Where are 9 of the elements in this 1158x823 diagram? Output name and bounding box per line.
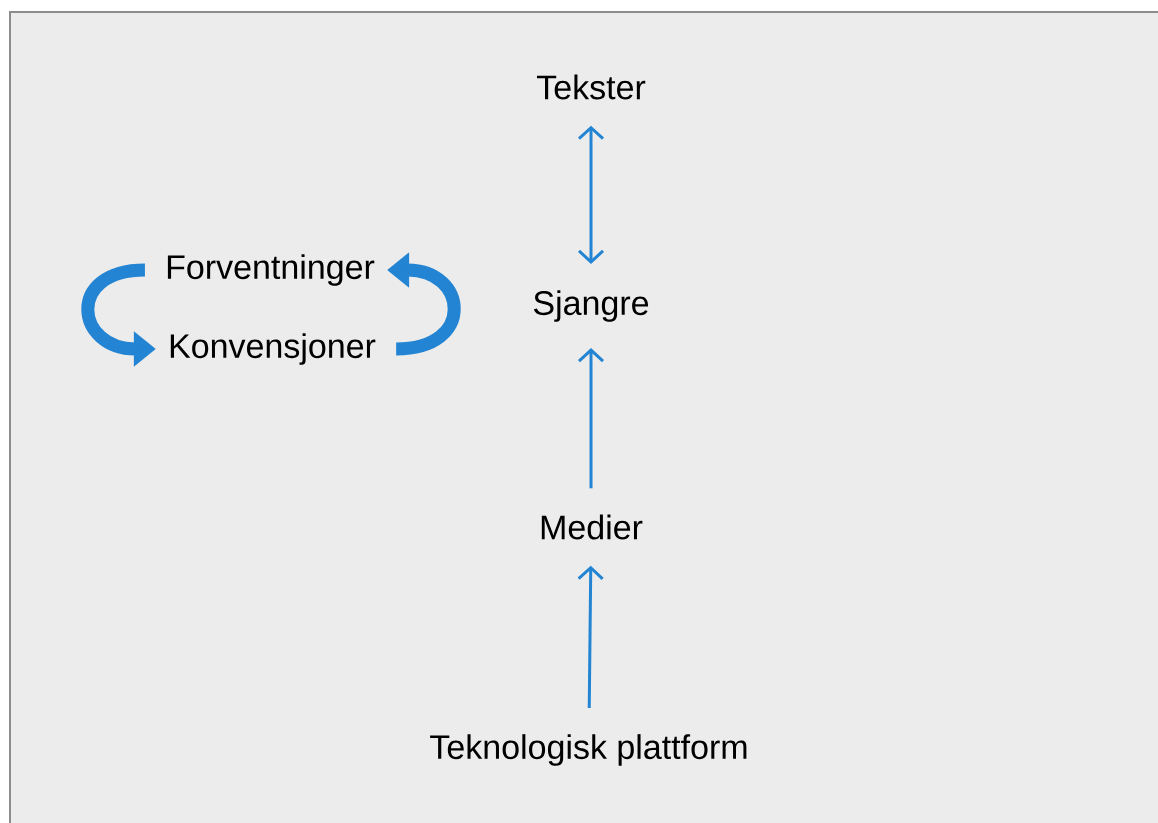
- term-label: Teknologisk plattform: [430, 734, 747, 766]
- arrow: [577, 565, 604, 708]
- term-label: Tekster: [537, 74, 646, 100]
- arrow: [578, 348, 605, 489]
- term-label: Sjangre: [533, 290, 649, 322]
- term-label: Medier: [541, 514, 643, 540]
- term-label: Forventninger: [167, 254, 375, 286]
- term-label: Konvensjoner: [170, 333, 376, 365]
- double-arrow: [578, 125, 605, 264]
